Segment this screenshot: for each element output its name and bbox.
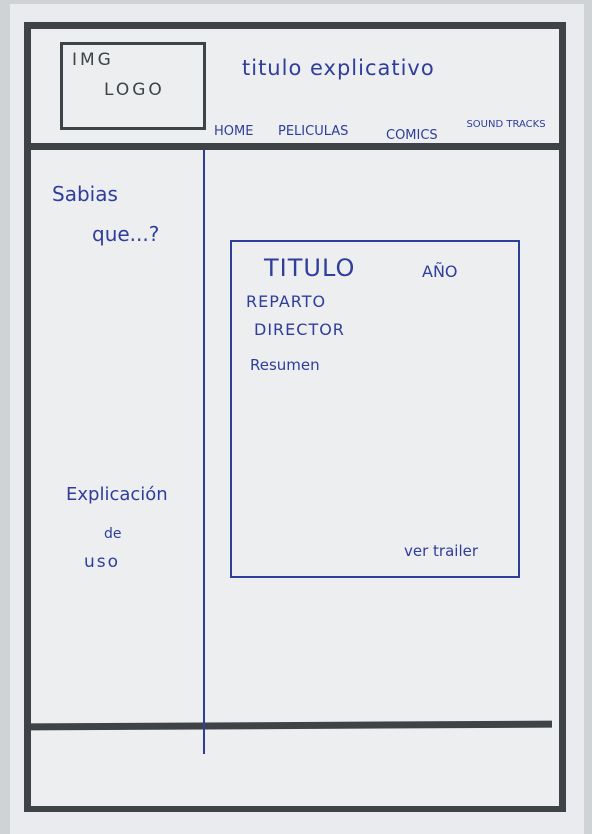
- nav-peliculas[interactable]: PELICULAS: [278, 124, 349, 139]
- movie-director: DIRECTOR: [254, 320, 345, 339]
- logo-placeholder[interactable]: [60, 42, 206, 130]
- logo-label-logo: LOGO: [104, 80, 165, 100]
- page-frame: [24, 22, 566, 812]
- movie-cast: REPARTO: [246, 292, 327, 311]
- nav-home[interactable]: HOME: [214, 124, 254, 139]
- usage-explanation-line2: de: [104, 526, 122, 542]
- usage-explanation-line1: Explicación: [66, 484, 168, 505]
- nav-sound-tracks[interactable]: SOUND TRACKS: [466, 119, 546, 130]
- nav-comics[interactable]: COMICS: [386, 128, 438, 143]
- did-you-know-line1: Sabias: [52, 182, 118, 206]
- sidebar-divider: [203, 150, 205, 754]
- movie-summary: Resumen: [250, 356, 320, 374]
- usage-explanation-line3: uso: [84, 552, 121, 572]
- movie-title: TITULO: [264, 254, 356, 282]
- movie-year: AÑO: [422, 262, 458, 281]
- footer-bottom-line: [30, 806, 566, 812]
- trailer-link[interactable]: ver trailer: [404, 542, 479, 560]
- logo-label-img: IMG: [72, 50, 114, 70]
- movie-card: [230, 240, 520, 578]
- did-you-know-line2: que...?: [92, 222, 160, 246]
- page-title: titulo explicativo: [242, 56, 435, 80]
- header-divider: [26, 143, 566, 150]
